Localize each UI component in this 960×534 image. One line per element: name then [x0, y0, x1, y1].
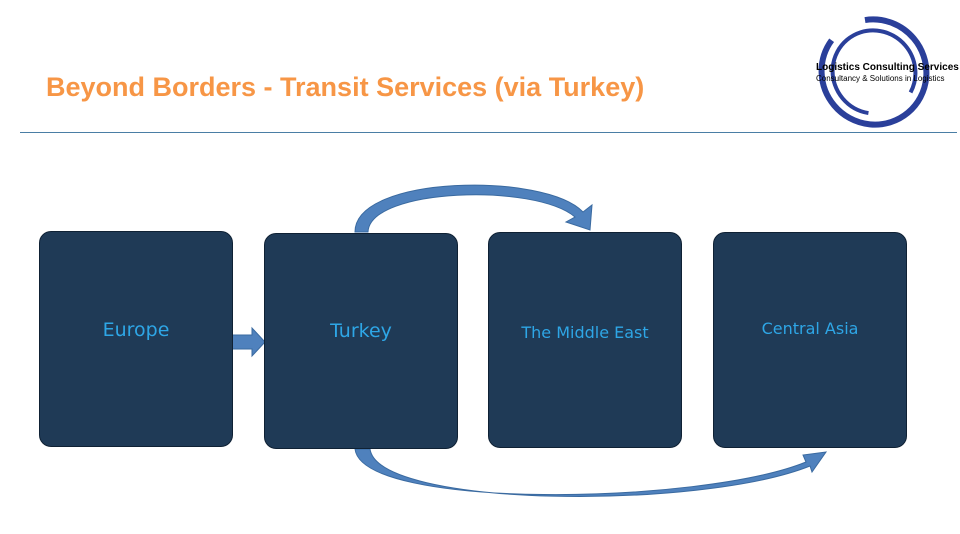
logo-company-name: Logistics Consulting Services	[816, 62, 959, 73]
node-turkey: Turkey	[264, 233, 458, 449]
node-central-asia-label: Central Asia	[761, 319, 859, 338]
node-europe-label: Europe	[102, 319, 170, 341]
node-middle-east: The Middle East	[488, 232, 682, 448]
logo-rings-icon	[818, 16, 930, 128]
arrow-turkey-to-central-asia	[354, 448, 828, 497]
node-middle-east-label: The Middle East	[521, 323, 649, 342]
slide-title: Beyond Borders - Transit Services (via T…	[46, 72, 645, 102]
logo-tagline: Consultancy & Solutions in Logistics	[816, 74, 945, 83]
title-divider	[20, 132, 957, 133]
arrow-europe-to-turkey	[231, 326, 266, 358]
arrow-turkey-to-middle-east	[354, 184, 593, 233]
node-turkey-label: Turkey	[330, 320, 392, 342]
company-logo: Logistics Consulting Services Consultanc…	[812, 12, 960, 134]
node-europe: Europe	[39, 231, 233, 447]
node-central-asia: Central Asia	[713, 232, 907, 448]
